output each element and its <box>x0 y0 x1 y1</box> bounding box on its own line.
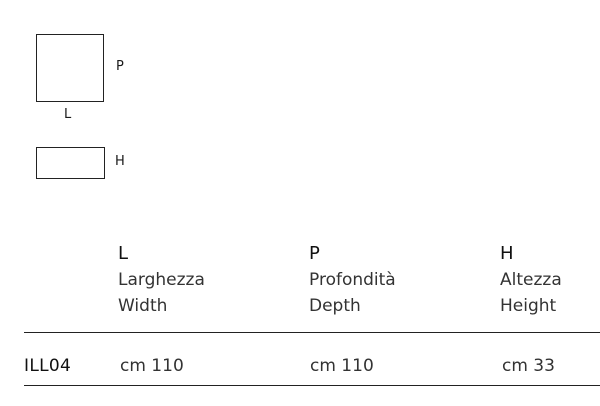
value-height: cm 33 <box>502 356 555 376</box>
column-header-height: H Altezza Height <box>500 243 562 319</box>
column-letter: P <box>309 243 320 264</box>
product-code: ILL04 <box>24 356 72 376</box>
column-letter: L <box>118 243 129 264</box>
column-label-it: Larghezza <box>118 270 205 290</box>
column-label-it: Profondità <box>309 270 396 290</box>
column-label-en: Width <box>118 296 168 316</box>
value-width: cm 110 <box>120 356 184 376</box>
diagram-label-width: L <box>64 107 72 122</box>
top-view-square <box>36 34 104 102</box>
column-label-en: Depth <box>309 296 361 316</box>
column-label-it: Altezza <box>500 270 562 290</box>
table-divider-top <box>24 332 600 333</box>
front-view-rect <box>36 147 105 179</box>
diagram-label-depth: P <box>116 59 124 74</box>
diagram-label-height: H <box>115 154 125 169</box>
column-letter: H <box>500 243 514 264</box>
table-divider-bottom <box>24 385 600 386</box>
value-depth: cm 110 <box>310 356 374 376</box>
column-header-depth: P Profondità Depth <box>309 243 396 319</box>
column-header-width: L Larghezza Width <box>118 243 205 319</box>
column-label-en: Height <box>500 296 557 316</box>
